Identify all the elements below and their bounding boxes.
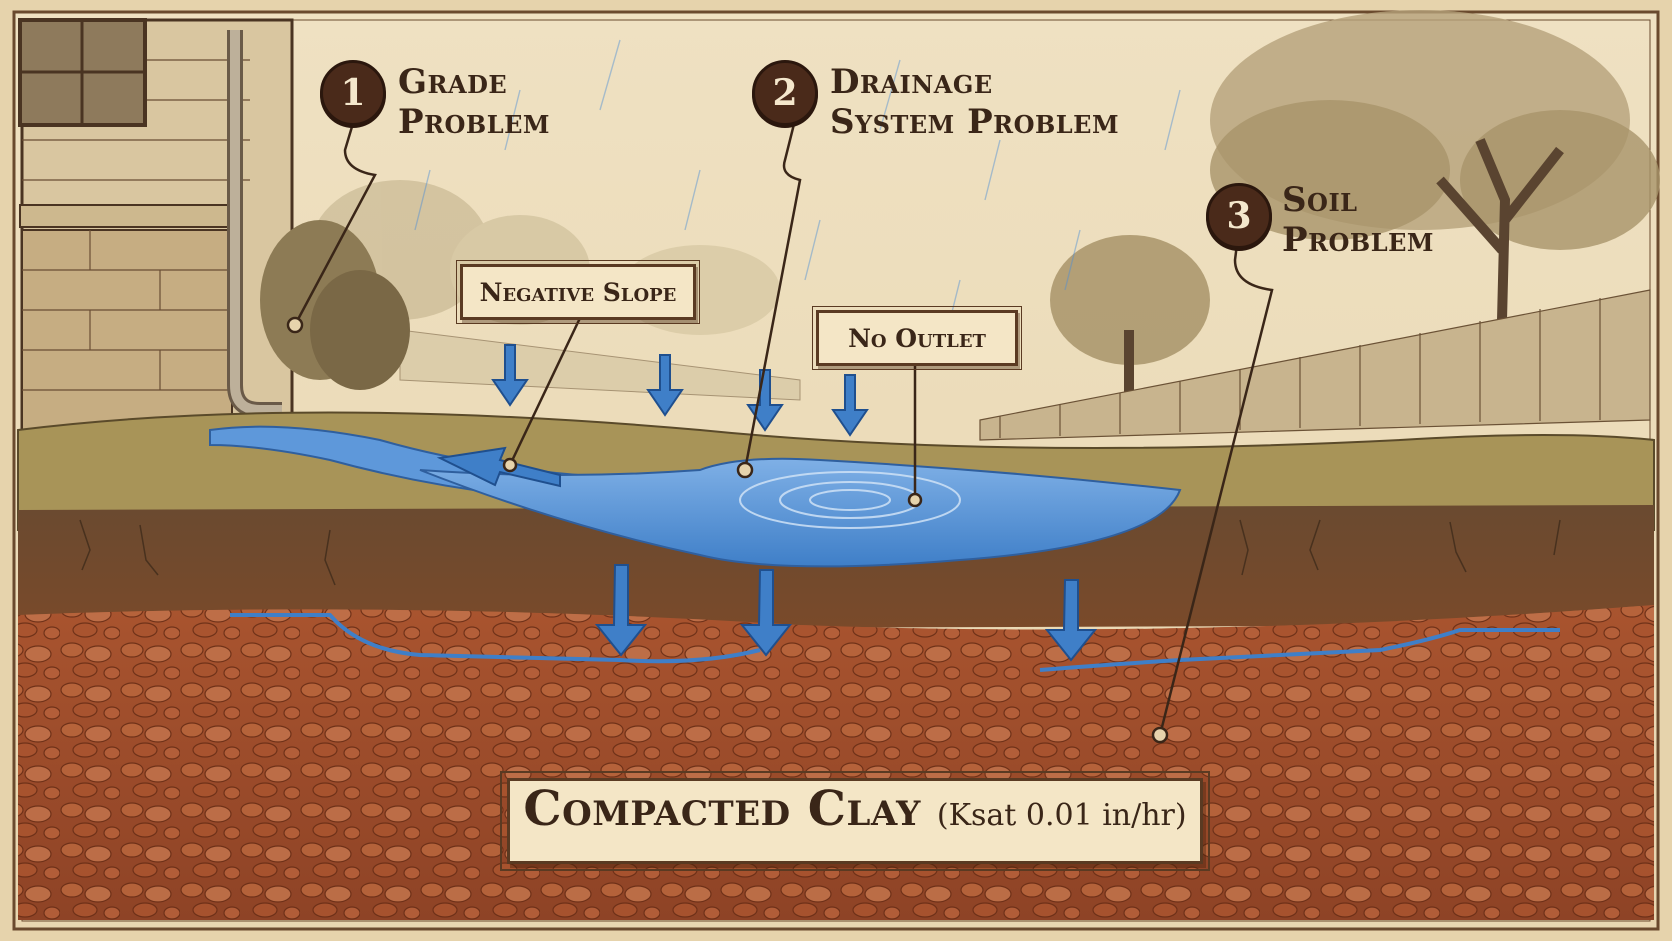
callout-2-line1: Drainage bbox=[830, 62, 993, 102]
callout-1-badge: 1 bbox=[320, 60, 386, 126]
callout-1-line2: Problem bbox=[398, 102, 550, 142]
callout-2-title: Drainage System Problem bbox=[830, 62, 1119, 142]
callout-2-badge: 2 bbox=[752, 60, 818, 126]
callout-2-line2: System Problem bbox=[830, 102, 1120, 142]
callout-3-line2: Problem bbox=[1282, 220, 1434, 260]
shrub bbox=[260, 220, 410, 390]
callout-3-badge: 3 bbox=[1206, 183, 1272, 249]
rain-arrows bbox=[491, 344, 869, 437]
house bbox=[18, 18, 294, 442]
no-outlet-sign: No Outlet bbox=[812, 306, 1022, 370]
leader-lines bbox=[286, 99, 1274, 744]
callout-1-line1: Grade bbox=[398, 62, 508, 102]
negative-slope-sign: Negative Slope bbox=[456, 260, 700, 324]
compacted-clay-sign: Compacted Clay (Ksat 0.01 in/hr) bbox=[500, 771, 1210, 871]
middle-tree bbox=[1050, 235, 1210, 400]
clay-sign-title: Compacted Clay bbox=[523, 781, 921, 837]
roots bbox=[79, 519, 1561, 586]
callout-3-line1: Soil bbox=[1282, 180, 1358, 220]
callout-1-title: Grade Problem bbox=[398, 62, 550, 142]
infiltration-arrows bbox=[594, 564, 1098, 662]
callout-3-title: Soil Problem bbox=[1282, 180, 1434, 260]
fence bbox=[979, 289, 1651, 441]
clay-sign-ksat: (Ksat 0.01 in/hr) bbox=[936, 798, 1187, 833]
flow-arrow bbox=[436, 446, 561, 488]
